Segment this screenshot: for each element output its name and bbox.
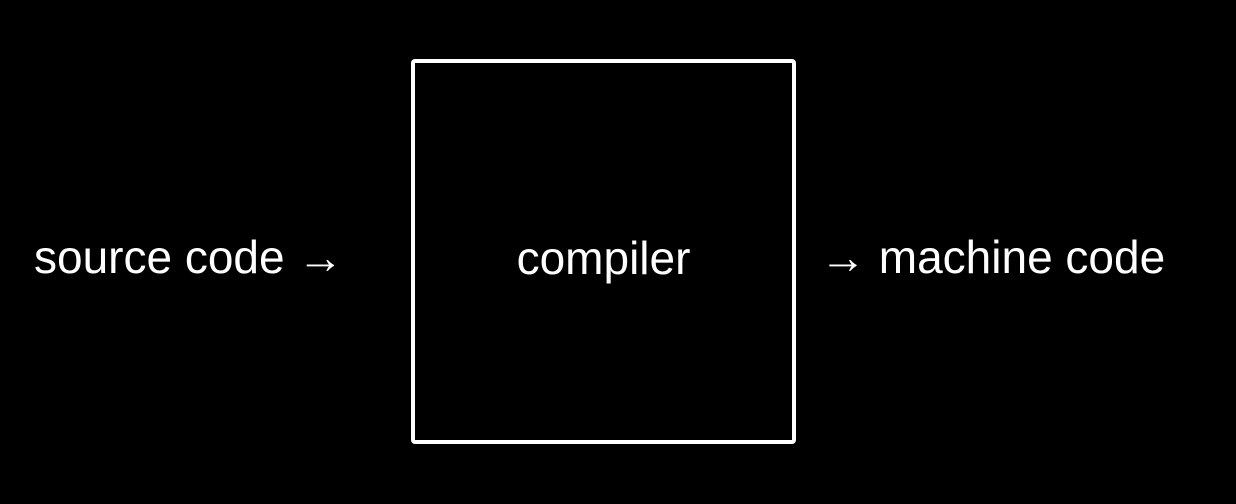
- process-label: compiler: [516, 232, 691, 284]
- output-label: → machine code: [820, 231, 1166, 283]
- compiler-box: compiler: [411, 59, 796, 444]
- input-label: source code →: [34, 231, 344, 283]
